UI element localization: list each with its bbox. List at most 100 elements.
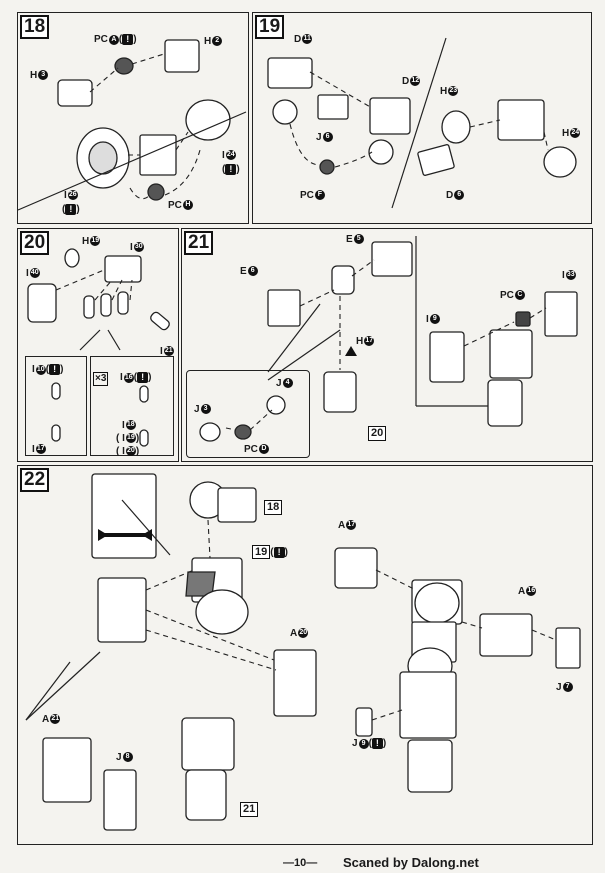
part-i21 — [150, 311, 170, 331]
step-number: 20 — [20, 231, 50, 255]
part-i33 — [544, 291, 578, 337]
step-18-panel: 18 — [17, 12, 249, 224]
part-i9 — [429, 331, 465, 383]
warning-icon: ! — [49, 364, 61, 375]
part-j9 — [355, 707, 373, 737]
warning-icon: ! — [122, 34, 134, 45]
part-21-hand — [323, 371, 357, 413]
part-a17 — [334, 547, 378, 589]
part-h19 — [64, 248, 80, 268]
warning-icon: ! — [273, 546, 285, 558]
part-e5 — [371, 241, 413, 277]
part-h2 — [164, 39, 200, 73]
part-a16 — [479, 613, 533, 657]
label-ref-19: 19(!) — [252, 545, 288, 559]
warning-icon: ! — [137, 372, 149, 383]
label-x3: ×3 — [93, 372, 109, 386]
part-pca — [114, 57, 134, 75]
label-i24-warn: (!) — [222, 164, 240, 176]
ref-step-18: 18 — [264, 500, 283, 515]
part-i30 — [104, 255, 142, 283]
step-22-panel: 22 — [17, 465, 593, 845]
part-e6 — [267, 289, 301, 327]
step-number: 18 — [20, 15, 50, 39]
step-number: 21 — [184, 231, 214, 255]
part-19-joint — [272, 99, 298, 125]
warning-icon: ! — [65, 204, 77, 215]
part-i24 — [185, 99, 231, 141]
part-h24 — [543, 146, 577, 178]
part-pcc — [515, 311, 531, 327]
part-21-arm — [331, 265, 355, 295]
part-pcf — [319, 159, 335, 175]
part-19-link — [317, 94, 349, 120]
step-19-panel: 19 — [252, 12, 592, 224]
part-a20 — [273, 649, 317, 717]
step-number: 19 — [255, 15, 285, 39]
part-d6 — [417, 144, 455, 176]
step-21-panel: 21 — [181, 228, 593, 462]
part-j3 — [199, 422, 221, 442]
step-20-subpanel-a — [25, 356, 87, 456]
scan-credit: Scaned by Dalong.net — [343, 855, 479, 870]
part-i40 — [27, 283, 57, 323]
part-d12 — [369, 97, 411, 135]
page-number: —10— — [283, 857, 318, 869]
part-j4 — [266, 395, 286, 415]
ref-step-21: 21 — [240, 802, 259, 817]
step-21-subpanel — [186, 370, 310, 458]
part-pch — [147, 183, 165, 201]
part-pcd — [234, 424, 252, 440]
label-i26-warn: (!) — [62, 204, 80, 216]
part-a21 — [42, 737, 92, 803]
ref-step-20: 20 — [368, 426, 387, 441]
part-j7 — [555, 627, 581, 669]
warning-icon: ! — [371, 738, 383, 749]
part-j6 — [368, 139, 394, 165]
part-h3 — [57, 79, 93, 107]
step-number: 22 — [20, 468, 50, 492]
warning-icon: ! — [225, 164, 237, 175]
